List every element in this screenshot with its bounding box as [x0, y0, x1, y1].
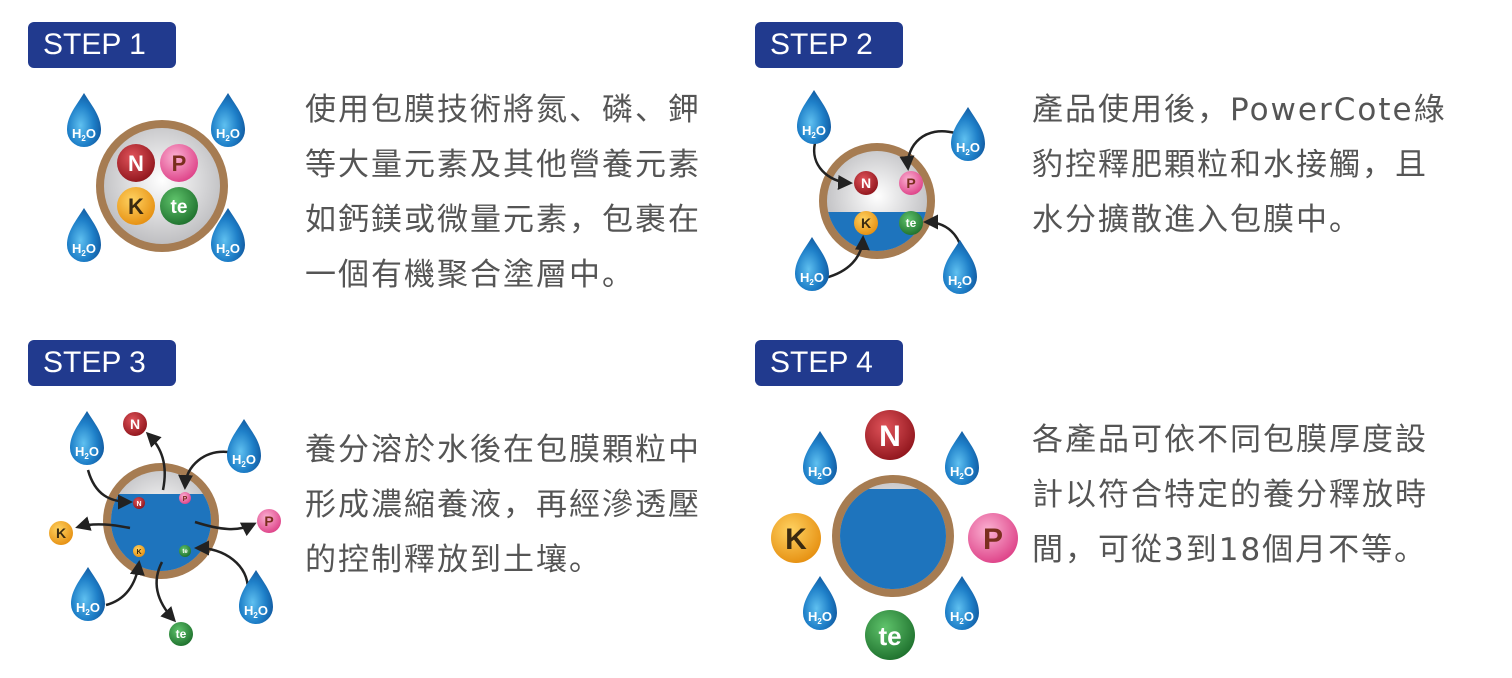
- svg-text:P: P: [172, 151, 187, 176]
- trace-element-icon: te: [169, 622, 193, 646]
- water-drop-icon: H2O: [67, 93, 101, 147]
- svg-text:P: P: [983, 523, 1003, 556]
- svg-text:H2O: H2O: [956, 140, 980, 157]
- water-inflow-arrow: [178, 450, 229, 490]
- svg-text:H2O: H2O: [808, 464, 832, 481]
- step-4-illustration: N K P te H2O H2O H2O H2O: [771, 410, 1018, 660]
- svg-text:H2O: H2O: [232, 452, 256, 469]
- svg-text:H2O: H2O: [950, 464, 974, 481]
- potassium-icon: K: [49, 521, 73, 545]
- nutrient-release-arrow: [155, 561, 177, 623]
- nitrogen-icon: N: [117, 144, 155, 182]
- trace-element-icon: te: [179, 545, 191, 557]
- water-drop-icon: H2O: [803, 576, 837, 630]
- water-inflow-arrow: [86, 469, 133, 510]
- svg-text:te: te: [176, 627, 187, 641]
- svg-text:H2O: H2O: [244, 603, 268, 620]
- nitrogen-icon: N: [854, 171, 878, 195]
- svg-text:K: K: [136, 549, 141, 556]
- svg-text:H2O: H2O: [72, 241, 96, 258]
- phosphorus-icon: P: [160, 144, 198, 182]
- step-3-badge: STEP 3: [28, 340, 176, 386]
- phosphorus-icon: P: [257, 509, 281, 533]
- step-1-description: 使用包膜技術將氮、磷、鉀 等大量元素及其他營養元素 如鈣鎂或微量元素，包裹在 一…: [305, 92, 701, 293]
- svg-text:H2O: H2O: [808, 609, 832, 626]
- svg-text:K: K: [785, 523, 807, 556]
- svg-text:H2O: H2O: [948, 273, 972, 290]
- svg-text:te: te: [171, 197, 188, 218]
- nutrient-release-arrow: [194, 520, 257, 537]
- svg-text:N: N: [861, 175, 871, 191]
- water-drop-icon: H2O: [239, 570, 273, 624]
- water-drop-icon: H2O: [943, 240, 977, 294]
- svg-text:K: K: [56, 525, 66, 541]
- trace-element-icon: te: [865, 610, 915, 660]
- svg-text:P: P: [183, 496, 188, 503]
- svg-text:K: K: [861, 215, 871, 231]
- water-drop-icon: H2O: [945, 431, 979, 485]
- step-1-illustration: N P K te H2O H2O H2O H2O: [67, 93, 245, 262]
- svg-text:H2O: H2O: [800, 270, 824, 287]
- phosphorus-icon: P: [899, 171, 923, 195]
- step-4-badge: STEP 4: [755, 340, 903, 386]
- step-2-description: 產品使用後，PowerCote綠 豹控釋肥顆粒和水接觸，且 水分擴散進入包膜中。: [1032, 92, 1447, 238]
- svg-text:te: te: [906, 216, 917, 230]
- step-3-illustration: N P K te N K P te: [49, 411, 281, 646]
- water-drop-icon: H2O: [71, 567, 105, 621]
- svg-text:H2O: H2O: [802, 123, 826, 140]
- svg-text:H2O: H2O: [216, 241, 240, 258]
- water-drop-icon: H2O: [211, 208, 245, 262]
- water-inflow-arrow: [194, 540, 250, 591]
- svg-text:P: P: [264, 513, 273, 529]
- nitrogen-icon: N: [865, 410, 915, 460]
- nitrogen-icon: N: [133, 497, 145, 509]
- granule-core: [104, 128, 220, 244]
- water-inflow-arrow: [899, 130, 956, 171]
- step-1-badge: STEP 1: [28, 22, 176, 68]
- water-drop-icon: H2O: [795, 237, 829, 291]
- nitrogen-icon: N: [123, 412, 147, 436]
- water-drop-icon: H2O: [227, 419, 261, 473]
- svg-text:N: N: [128, 151, 144, 176]
- step-2-badge: STEP 2: [755, 22, 903, 68]
- svg-text:K: K: [128, 194, 144, 219]
- svg-text:H2O: H2O: [72, 126, 96, 143]
- water-drop-icon: H2O: [945, 576, 979, 630]
- svg-text:H2O: H2O: [75, 444, 99, 461]
- water-inflow-arrow: [812, 142, 853, 190]
- potassium-icon: K: [133, 545, 145, 557]
- nutrient-solution: [840, 489, 946, 589]
- step-3-description: 養分溶於水後在包膜顆粒中 形成濃縮養液，再經滲透壓 的控制釋放到土壤。: [305, 432, 701, 578]
- potassium-icon: K: [771, 513, 821, 563]
- phosphorus-icon: P: [179, 492, 191, 504]
- svg-text:N: N: [879, 420, 901, 453]
- nutrient-release-arrow: [145, 431, 166, 491]
- water-drop-icon: H2O: [70, 411, 104, 465]
- potassium-icon: K: [117, 187, 155, 225]
- svg-text:H2O: H2O: [76, 600, 100, 617]
- svg-text:N: N: [136, 501, 141, 508]
- nutrient-release-arrow: [75, 516, 131, 531]
- step-2-illustration: N P K te H2O H2O H2O: [795, 90, 985, 294]
- water-inflow-arrow: [105, 560, 145, 607]
- svg-text:te: te: [878, 621, 901, 651]
- trace-element-icon: te: [899, 211, 923, 235]
- potassium-icon: K: [854, 211, 878, 235]
- water-drop-icon: H2O: [211, 93, 245, 147]
- svg-text:P: P: [906, 175, 915, 191]
- trace-element-icon: te: [160, 187, 198, 225]
- water-drop-icon: H2O: [803, 431, 837, 485]
- step-4-description: 各產品可依不同包膜厚度設 計以符合特定的養分釋放時 間，可從3到18個月不等。: [1032, 422, 1428, 568]
- svg-text:H2O: H2O: [950, 609, 974, 626]
- water-drop-icon: H2O: [67, 208, 101, 262]
- svg-text:H2O: H2O: [216, 126, 240, 143]
- water-drop-icon: H2O: [797, 90, 831, 144]
- water-inflow-arrow: [824, 235, 870, 280]
- svg-text:N: N: [130, 416, 140, 432]
- water-drop-icon: H2O: [951, 107, 985, 161]
- phosphorus-icon: P: [968, 513, 1018, 563]
- svg-text:te: te: [182, 549, 188, 555]
